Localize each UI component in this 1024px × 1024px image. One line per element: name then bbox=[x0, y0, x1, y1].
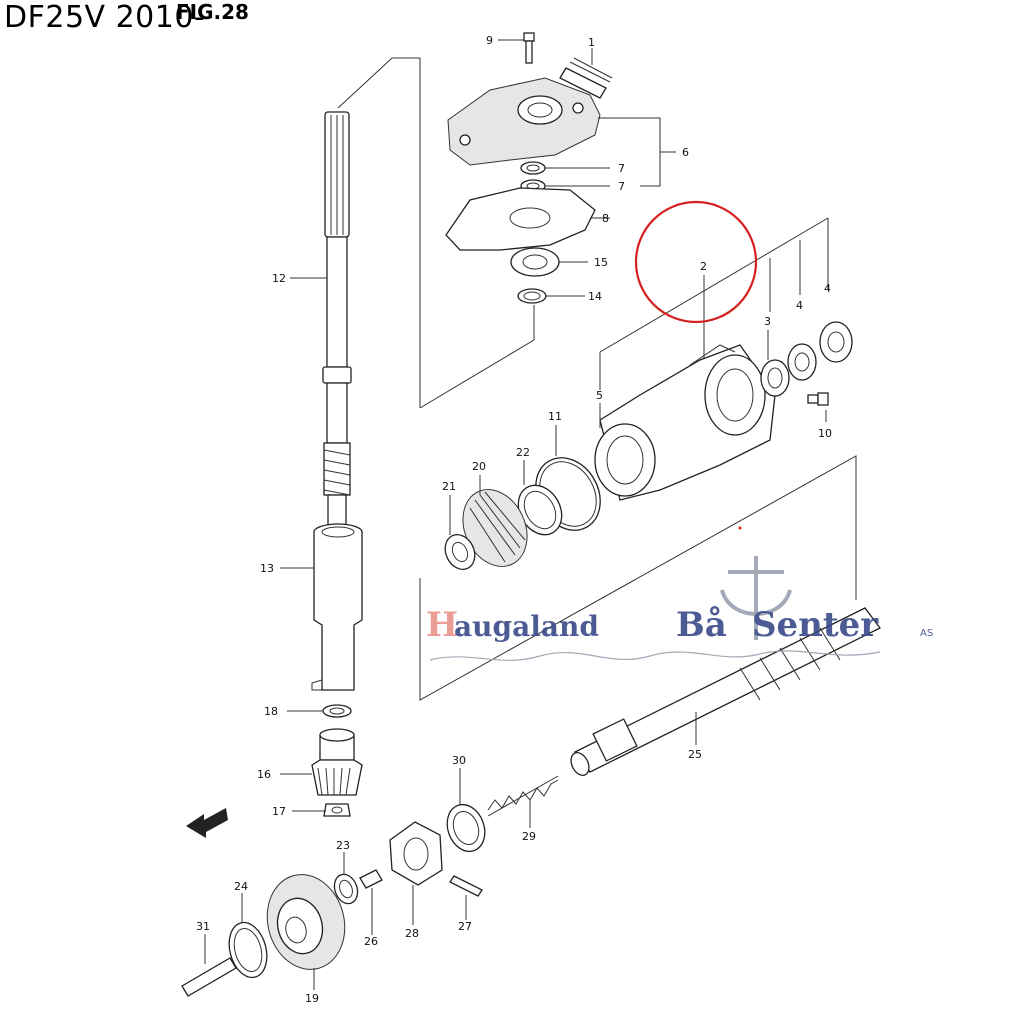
figure-label: FIG.28 bbox=[176, 0, 249, 24]
part-13-sleeve bbox=[311, 523, 363, 691]
part-9-bolt bbox=[523, 32, 535, 64]
part-label-9: 9 bbox=[486, 34, 493, 47]
part-15-bearing bbox=[510, 247, 560, 277]
part-label-18: 18 bbox=[264, 705, 278, 718]
part-label-15: 15 bbox=[594, 256, 608, 269]
frame-lines bbox=[337, 57, 857, 701]
part-31-pin bbox=[181, 957, 237, 997]
part-number-labels: 9 1 6 7 7 8 15 14 2 3 4 4 5 10 11 22 20 … bbox=[196, 34, 832, 1005]
part-label-7b: 7 bbox=[618, 180, 625, 193]
part-label-2: 2 bbox=[700, 260, 707, 273]
part-label-25: 25 bbox=[688, 748, 702, 761]
part-label-14: 14 bbox=[588, 290, 602, 303]
part-23-ring bbox=[333, 873, 359, 905]
part-24-shim bbox=[228, 921, 268, 979]
part-label-24: 24 bbox=[234, 880, 248, 893]
part-29-spring bbox=[487, 775, 559, 817]
part-label-4b: 4 bbox=[824, 282, 831, 295]
forward-arrow-icon bbox=[186, 808, 228, 838]
part-label-30: 30 bbox=[452, 754, 466, 767]
part-16-pinion-gear bbox=[311, 728, 363, 796]
part-21-washer bbox=[444, 533, 476, 571]
part-5-gear-case bbox=[594, 344, 776, 501]
part-label-13: 13 bbox=[260, 562, 274, 575]
part-label-22: 22 bbox=[516, 446, 530, 459]
part-label-21: 21 bbox=[442, 480, 456, 493]
part-label-11: 11 bbox=[548, 410, 562, 423]
part-3-bearing bbox=[760, 359, 790, 397]
part-4-shims bbox=[787, 321, 853, 381]
watermark-word-haugaland: augaland bbox=[454, 610, 599, 643]
part-label-7a: 7 bbox=[618, 162, 625, 175]
part-28-clutch-dog bbox=[389, 821, 443, 886]
part-label-26: 26 bbox=[364, 935, 378, 948]
part-14-ring bbox=[517, 288, 547, 304]
part-27-pin bbox=[449, 875, 483, 897]
diagram-title: DF25V 2010- bbox=[4, 0, 206, 35]
part-20-bevel-gear bbox=[462, 489, 528, 567]
part-label-23: 23 bbox=[336, 839, 350, 852]
part-8-gasket bbox=[445, 187, 596, 251]
part-6-pump-housing bbox=[447, 77, 601, 166]
watermark-logo: H augaland Bå Senter AS bbox=[426, 556, 933, 661]
part-label-8: 8 bbox=[602, 212, 609, 225]
highlight-circle bbox=[634, 200, 758, 324]
part-label-20: 20 bbox=[472, 460, 486, 473]
part-1-seal-strip bbox=[559, 57, 613, 99]
part-label-10: 10 bbox=[818, 427, 832, 440]
part-label-31: 31 bbox=[196, 920, 210, 933]
part-12-drive-shaft bbox=[322, 111, 352, 526]
watermark-suffix: AS bbox=[920, 628, 933, 639]
watermark-word-baa: Bå bbox=[676, 605, 727, 645]
watermark-word-senter: Senter bbox=[752, 605, 879, 645]
part-26-push-rod bbox=[359, 869, 383, 889]
part-label-12: 12 bbox=[272, 272, 286, 285]
part-18-washer bbox=[322, 704, 352, 718]
watermark-initial: H bbox=[426, 605, 458, 645]
part-7-seals bbox=[520, 161, 546, 193]
part-label-28: 28 bbox=[405, 927, 419, 940]
part-label-5: 5 bbox=[596, 389, 603, 402]
part-17-nut bbox=[323, 803, 351, 817]
part-label-27: 27 bbox=[458, 920, 472, 933]
part-label-29: 29 bbox=[522, 830, 536, 843]
part-30-clip bbox=[446, 803, 486, 853]
leader-lines bbox=[204, 39, 827, 990]
part-25-propeller-shaft bbox=[570, 607, 881, 776]
part-label-17: 17 bbox=[272, 805, 286, 818]
part-label-19: 19 bbox=[305, 992, 319, 1005]
watermark-wave bbox=[429, 650, 881, 661]
part-label-1: 1 bbox=[588, 36, 595, 49]
part-label-3: 3 bbox=[764, 315, 771, 328]
part-10-bolt bbox=[807, 392, 829, 406]
highlight-dot bbox=[738, 526, 742, 530]
part-19-reverse-gear bbox=[266, 874, 346, 970]
part-label-6: 6 bbox=[682, 146, 689, 159]
part-label-4a: 4 bbox=[796, 299, 803, 312]
part-label-16: 16 bbox=[257, 768, 271, 781]
anchor-icon bbox=[720, 556, 792, 640]
